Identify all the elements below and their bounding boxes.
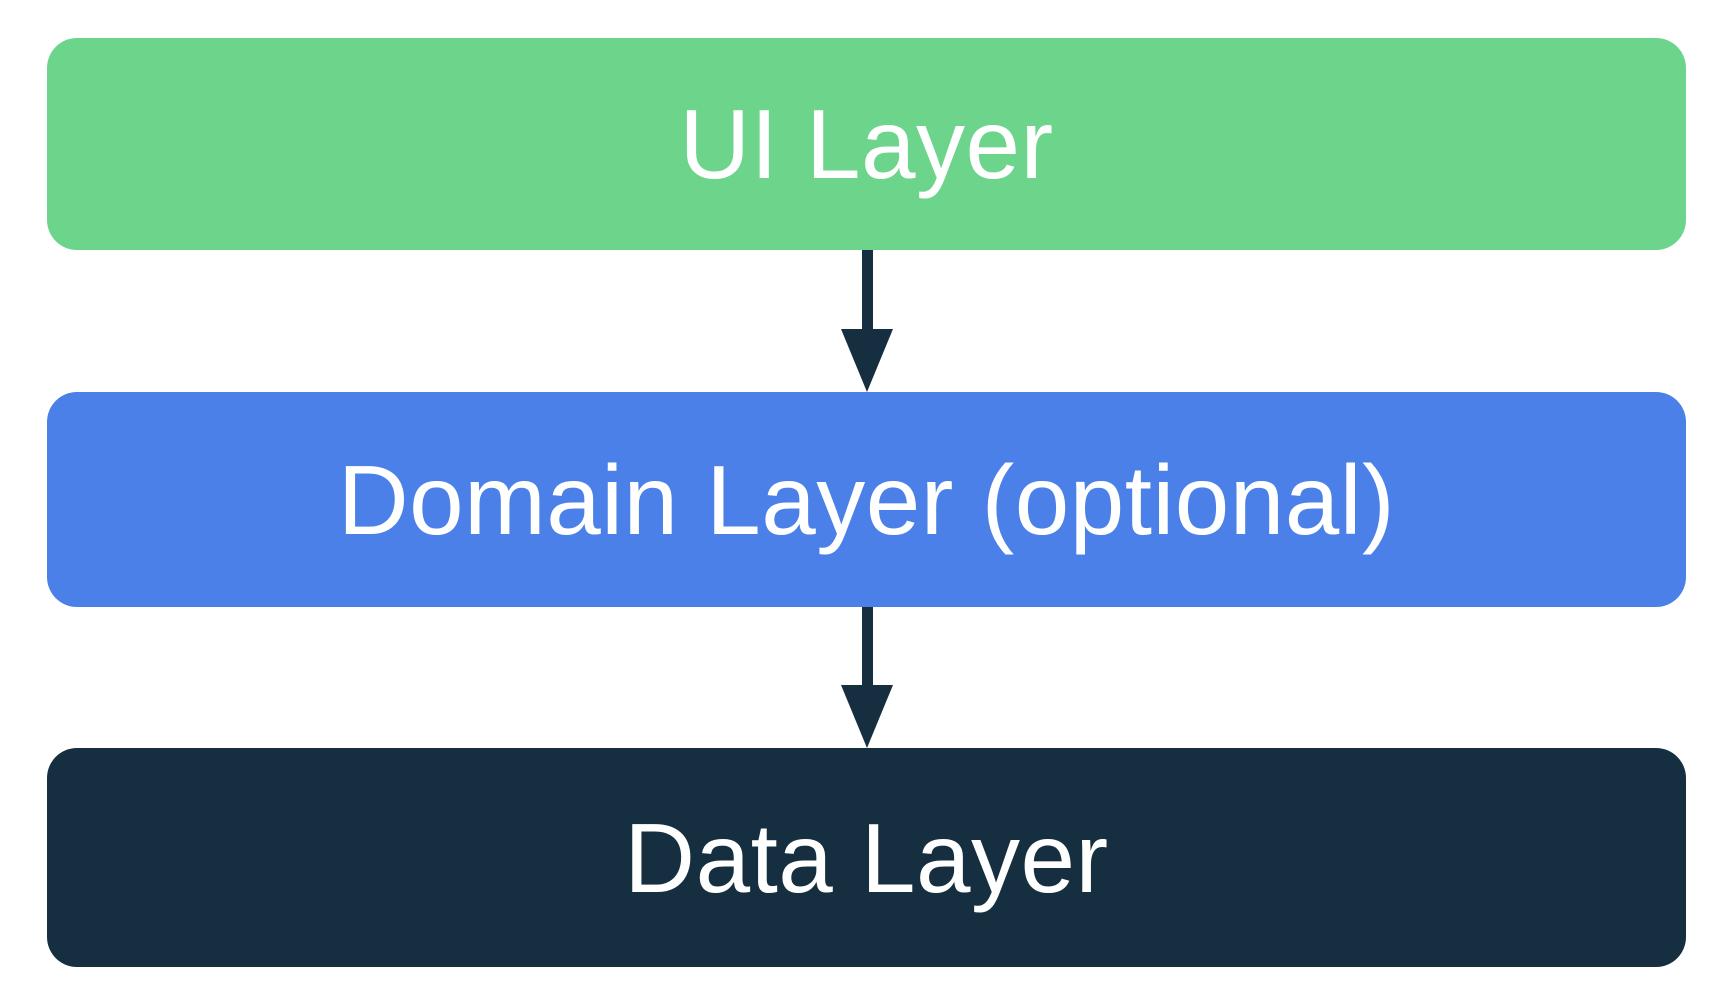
arrow-shaft	[861, 250, 873, 329]
arrow-head	[841, 685, 893, 748]
arrow-head	[841, 329, 893, 392]
layer-box-domain: Domain Layer (optional)	[47, 392, 1686, 607]
layer-box-data: Data Layer	[47, 748, 1686, 967]
arrow-shaft	[861, 607, 873, 685]
layer-box-ui: UI Layer	[47, 38, 1686, 250]
down-arrow-ui-to-domain-icon	[841, 250, 893, 392]
layer-label-data: Data Layer	[624, 802, 1109, 913]
layer-label-domain: Domain Layer (optional)	[337, 444, 1396, 555]
down-arrow-domain-to-data-icon	[841, 607, 893, 748]
layer-label-ui: UI Layer	[679, 89, 1054, 199]
